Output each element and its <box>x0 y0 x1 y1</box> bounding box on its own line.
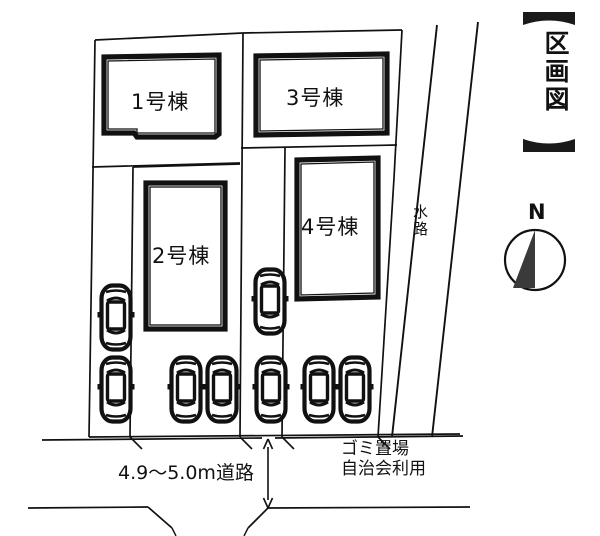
title-brackets <box>523 12 575 152</box>
compass-needle-icon <box>513 230 535 288</box>
driveway-marks <box>129 436 391 450</box>
compass-rose <box>503 228 567 292</box>
trash-area-label-line1: ゴミ置場 <box>341 439 409 459</box>
building-footprints <box>101 51 390 332</box>
building-3-label: 3号棟 <box>286 86 345 110</box>
road-width-label: 4.9～5.0m道路 <box>118 462 254 484</box>
north-label: N <box>528 200 546 224</box>
car-icon <box>98 286 135 350</box>
building-4-outline <box>294 155 381 302</box>
building-2-label: 2号棟 <box>152 244 211 268</box>
building-2-outline <box>143 180 228 332</box>
building-4-label: 4号棟 <box>301 215 360 239</box>
car-icon <box>252 270 289 334</box>
car-icon <box>204 358 241 422</box>
road-band <box>27 435 471 536</box>
car-icon <box>337 358 374 422</box>
car-icon <box>301 358 338 422</box>
waterway-label: 水路 <box>411 204 429 238</box>
title-bracket-top-icon <box>523 12 575 25</box>
car-icon <box>98 358 135 422</box>
page-title: 区画図 <box>541 30 570 114</box>
title-bracket-bottom-icon <box>523 139 575 152</box>
car-icon <box>168 358 205 422</box>
waterway-strip <box>391 21 479 438</box>
car-icon <box>253 358 290 422</box>
building-3-outline <box>253 51 390 138</box>
road-width-dimension <box>262 438 274 509</box>
trash-area-label-line2: 自治会利用 <box>341 459 426 479</box>
building-1-label: 1号棟 <box>131 90 190 114</box>
